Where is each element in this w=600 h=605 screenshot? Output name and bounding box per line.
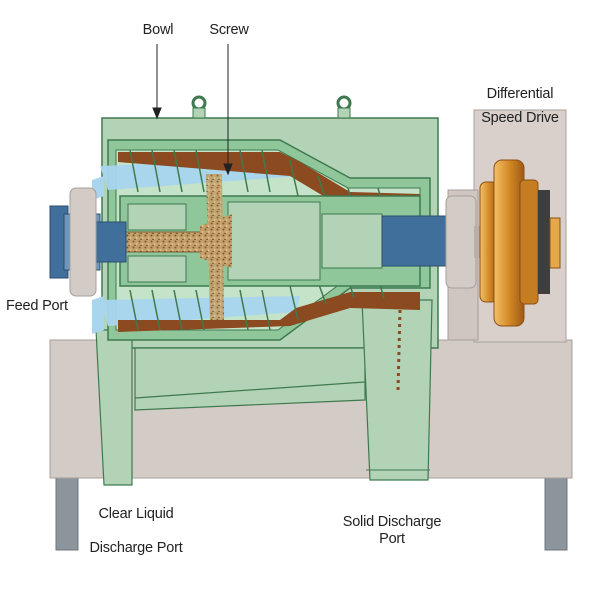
solid-discharge-label: Solid Discharge Port [342, 514, 442, 547]
screw-label: Screw [209, 22, 249, 38]
bowl-label: Bowl [142, 22, 174, 38]
left-bearing [69, 187, 97, 297]
support-legs [55, 477, 568, 551]
differential-label-line1: Differential [486, 86, 554, 102]
label-pointers [152, 44, 233, 176]
differential-gear [479, 159, 561, 327]
clear-liquid-label-line1: Clear Liquid [98, 506, 174, 522]
screw-conveyor [129, 149, 385, 331]
solid-discharge-chute [361, 299, 433, 481]
differential-label-line2: Speed Drive [481, 110, 559, 126]
clear-liquid-label-line2: Discharge Port [89, 540, 183, 556]
feed-port-label: Feed Port [6, 298, 68, 314]
